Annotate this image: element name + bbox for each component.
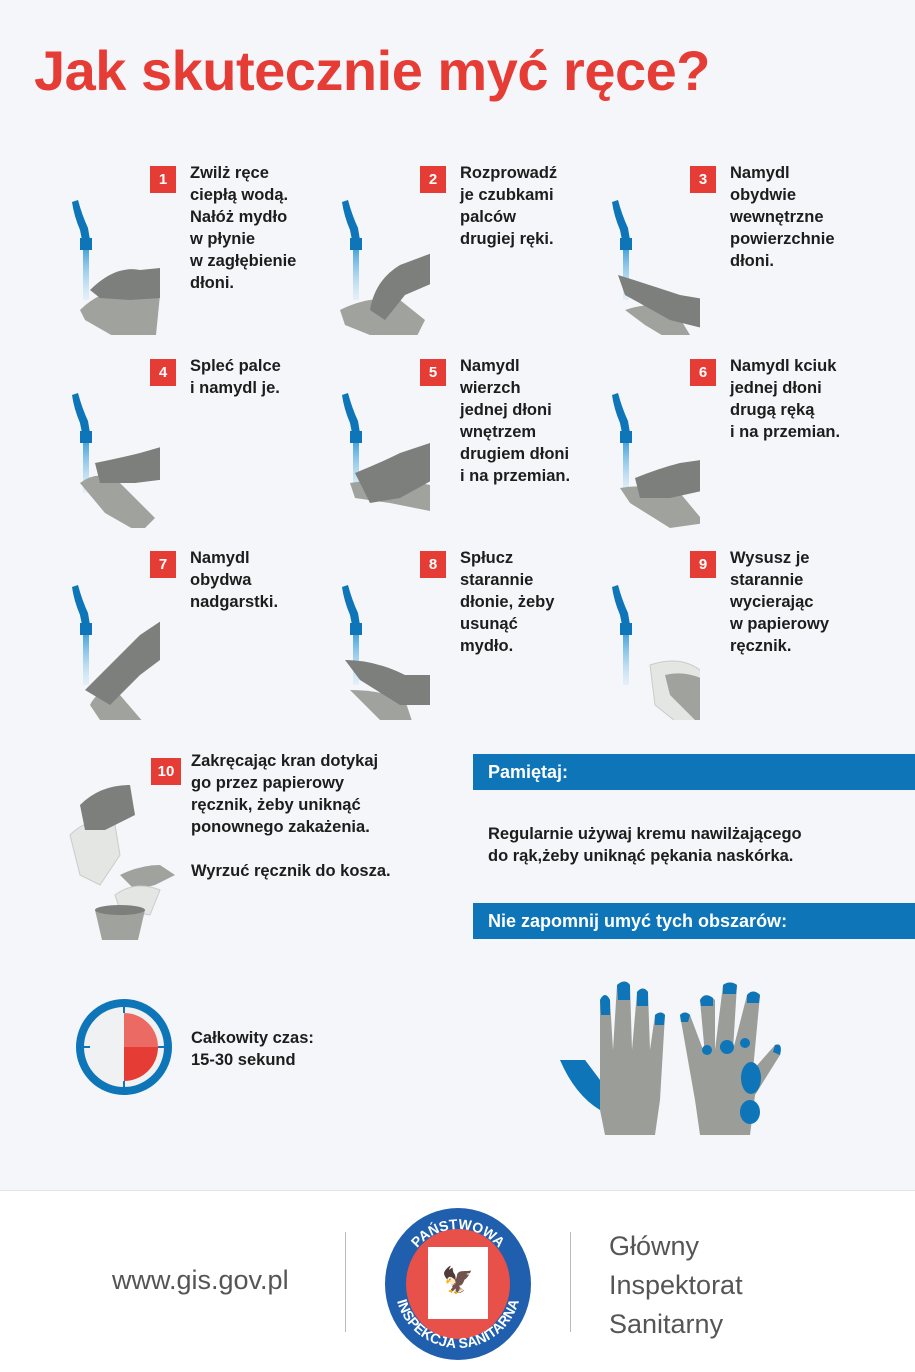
step-number-badge: 4 [150, 359, 176, 386]
towel-bin-illustration [69, 785, 175, 940]
hand-washing-illustration [342, 585, 430, 720]
page-title: Jak skutecznie myć ręce? [34, 39, 710, 102]
stopwatch-icon [76, 999, 172, 1095]
step-10: 10 Zakręcając kran dotykaj go przez papi… [60, 745, 460, 945]
footer-divider [570, 1232, 571, 1332]
step-text: Namydl obydwie wewnętrzne powierzchnie d… [730, 164, 835, 270]
step-9: 9 Wysusz je starannie wycierając w papie… [600, 535, 870, 720]
organization-name: Główny Inspektorat Sanitarny [609, 1231, 743, 1339]
step-text: Spleć palce i namydl je. [190, 357, 281, 397]
website-link[interactable]: www.gis.gov.pl [112, 1265, 289, 1295]
step-text: Namydl obydwa nadgarstki. [190, 549, 279, 611]
step-number-badge: 5 [420, 359, 446, 386]
step-1: 1 Zwilż ręce ciepłą wodą. Nałóż mydło w … [60, 150, 330, 335]
hand-washing-illustration [72, 585, 160, 720]
step-number-badge: 2 [420, 166, 446, 193]
hand-washing-illustration [72, 393, 160, 528]
step-number-badge: 9 [690, 551, 716, 578]
hands-areas-diagram [560, 981, 781, 1135]
step-text: Rozprowadź je czubkami palców drugiej rę… [460, 164, 558, 248]
step-2: 2 Rozprowadź je czubkami palców drugiej … [330, 150, 600, 335]
hand-washing-illustration [340, 200, 430, 335]
hand-washing-illustration [612, 393, 700, 528]
step-8: 8 Spłucz starannie dłonie, żeby usunąć m… [330, 535, 600, 720]
step-number-badge: 8 [420, 551, 446, 578]
areas-heading: Nie zapomnij umyć tych obszarów: [473, 903, 915, 939]
step-number-badge: 3 [690, 166, 716, 193]
right-hand-palm-icon [680, 982, 781, 1135]
remember-text: Regularnie używaj kremu nawilżającego do… [488, 825, 802, 865]
hand-drying-illustration [612, 585, 700, 720]
step-number-badge: 6 [690, 359, 716, 386]
gis-logo: 🦅 PAŃSTWOWA INSPEKCJA SANITARNA [385, 1208, 531, 1360]
hand-washing-illustration [342, 393, 430, 511]
step-text: Namydl kciuk jednej dłoni drugą ręką i n… [730, 357, 841, 441]
step-text: Wysusz je starannie wycierając w papiero… [730, 549, 830, 655]
step-number-badge: 7 [150, 551, 176, 578]
remember-heading: Pamiętaj: [473, 754, 915, 790]
step-4: 4 Spleć palce i namydl je. [60, 343, 330, 528]
step-text: Namydl wierzch jednej dłoni wnętrzem dru… [460, 357, 571, 485]
left-hand-back-icon [560, 981, 665, 1135]
step-number-badge: 10 [151, 758, 181, 785]
step-number-badge: 1 [150, 166, 176, 193]
total-time-text: Całkowity czas: 15-30 sekund [191, 1029, 314, 1069]
step-text: Spłucz starannie dłonie, żeby usunąć myd… [460, 549, 555, 655]
step-text: Zwilż ręce ciepłą wodą. Nałóż mydło w pł… [190, 164, 297, 292]
step-3: 3 Namydl obydwie wewnętrzne powierzchnie… [600, 150, 870, 335]
hand-washing-illustration [72, 200, 160, 335]
hand-washing-illustration [612, 200, 700, 335]
footer-divider [345, 1232, 346, 1332]
step-7: 7 Namydl obydwa nadgarstki. [60, 535, 330, 720]
step-text: Zakręcając kran dotykaj go przez papiero… [191, 752, 391, 880]
step-5: 5 Namydl wierzch jednej dłoni wnętrzem d… [330, 343, 600, 528]
step-6: 6 Namydl kciuk jednej dłoni drugą ręką i… [600, 343, 870, 528]
eagle-icon: 🦅 [442, 1264, 474, 1296]
